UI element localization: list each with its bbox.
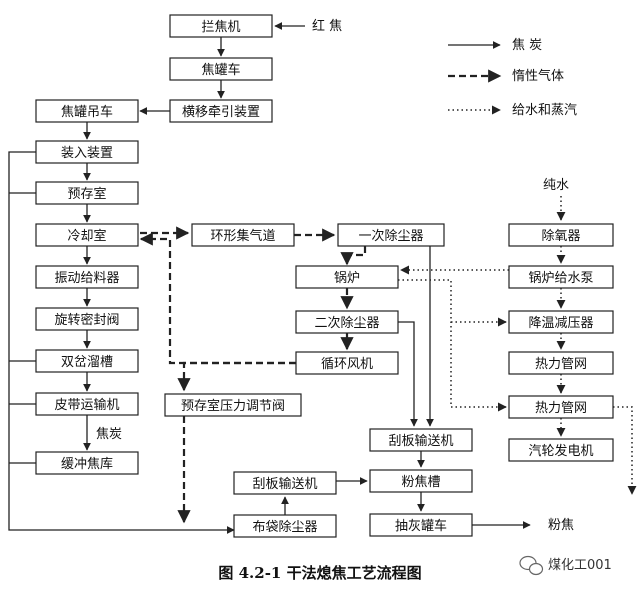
box-religuanwang2-label: 热力管网	[535, 401, 587, 416]
coke-powder-label: 粉焦	[548, 518, 574, 533]
box-yucunshi: 预存室	[35, 181, 139, 205]
arrow-fan-to-yucunfa	[177, 361, 296, 392]
box-guabanB-label: 刮板输送机	[252, 476, 317, 492]
box-religuanwang2: 热力管网	[508, 395, 614, 419]
watermark-text: 煤化工001	[548, 558, 612, 573]
box-yucunfa: 预存室压力调节阀	[164, 393, 302, 417]
box-ercichuchen: 二次除尘器	[295, 310, 399, 334]
box-xuanzhuan-label: 旋转密封阀	[54, 312, 119, 328]
box-guolu: 锅炉	[295, 265, 399, 289]
box-xunhuanfengji-label: 循环风机	[321, 357, 373, 372]
box-lengqueshi: 冷却室	[35, 223, 139, 247]
arrow-ercichuchen-to-guaban	[398, 321, 418, 427]
box-chuyangqi: 除氧器	[508, 223, 614, 247]
box-geishuibeng: 锅炉给水泵	[508, 265, 614, 289]
box-huanchong: 缓冲焦库	[35, 451, 139, 475]
box-budai-label: 布袋除尘器	[252, 520, 317, 535]
left-return-line	[8, 151, 235, 534]
box-pidai-label: 皮带运输机	[54, 397, 119, 413]
box-huanxing: 环形集气道	[191, 223, 295, 247]
box-hengyi: 横移牵引装置	[169, 99, 273, 123]
arrow-yicichuchen-to-guolu	[340, 246, 367, 266]
steam-lines	[398, 279, 637, 495]
box-lanjiaoji-label: 拦焦机	[201, 20, 240, 35]
box-qilun-label: 汽轮发电机	[528, 443, 593, 459]
box-xunhuanfengji: 循环风机	[295, 351, 399, 375]
box-jiaoguandiaoche: 焦罐吊车	[35, 99, 139, 123]
box-huanxing-label: 环形集气道	[210, 228, 275, 244]
coke-label: 焦炭	[96, 427, 122, 442]
box-lengqueshi-label: 冷却室	[67, 228, 106, 244]
box-guabanA-label: 刮板输送机	[388, 433, 453, 449]
box-lanjiaoji: 拦焦机	[169, 14, 273, 38]
pure-water-label: 纯水	[543, 178, 569, 193]
box-zhendong-label: 振动给料器	[54, 271, 119, 286]
legend: 焦 炭 惰性气体 给水和蒸汽	[448, 38, 577, 118]
box-jiaoguanche-label: 焦罐车	[201, 62, 240, 78]
box-ercichuchen-label: 二次除尘器	[314, 315, 379, 331]
box-zhendong: 振动给料器	[35, 265, 139, 289]
box-huanchong-label: 缓冲焦库	[61, 456, 113, 472]
box-jiangwen: 降温减压器	[508, 310, 614, 334]
box-chouhui-label: 抽灰罐车	[395, 518, 447, 534]
box-yucunshi-label: 预存室	[67, 186, 106, 202]
figure-caption: 图 4.2-1 干法熄焦工艺流程图	[218, 564, 421, 582]
box-guolu-label: 锅炉	[334, 270, 360, 286]
box-religuanwang1: 热力管网	[508, 351, 614, 375]
box-qilun: 汽轮发电机	[508, 438, 614, 462]
watermark: 煤化工001	[519, 555, 612, 576]
box-zhuangru-label: 装入装置	[61, 146, 113, 161]
wechat-icon	[519, 555, 544, 576]
box-chuyangqi-label: 除氧器	[541, 229, 580, 244]
red-coke-input-label: 红 焦	[312, 18, 342, 34]
box-jiaoguandiaoche-label: 焦罐吊车	[61, 104, 113, 120]
box-jiaoguanche: 焦罐车	[169, 57, 273, 81]
legend-coke-label: 焦 炭	[512, 38, 542, 53]
box-shuangcha: 双岔溜槽	[35, 349, 139, 373]
legend-inert-gas-label: 惰性气体	[512, 68, 564, 84]
box-guabanA: 刮板输送机	[369, 428, 473, 452]
box-shuangcha-label: 双岔溜槽	[61, 355, 113, 370]
box-pidai: 皮带运输机	[35, 392, 139, 416]
box-yicichuchen-label: 一次除尘器	[358, 228, 423, 244]
box-fenjiaocao-label: 粉焦槽	[401, 475, 440, 490]
box-hengyi-label: 横移牵引装置	[182, 105, 260, 120]
box-yicichuchen: 一次除尘器	[337, 223, 445, 247]
box-fenjiaocao: 粉焦槽	[369, 469, 473, 493]
box-chouhui: 抽灰罐车	[369, 513, 473, 537]
box-xuanzhuan: 旋转密封阀	[35, 307, 139, 331]
box-jiangwen-label: 降温减压器	[528, 316, 593, 331]
box-yucunfa-label: 预存室压力调节阀	[181, 398, 285, 414]
box-guabanB: 刮板输送机	[233, 471, 337, 495]
box-geishuibeng-label: 锅炉给水泵	[528, 270, 593, 286]
box-zhuangru: 装入装置	[35, 140, 139, 164]
arrow-fan-return-to-lengqueshi	[139, 232, 296, 365]
box-religuanwang1-label: 热力管网	[535, 357, 587, 372]
box-budai: 布袋除尘器	[233, 514, 337, 538]
legend-water-steam-label: 给水和蒸汽	[512, 103, 577, 118]
